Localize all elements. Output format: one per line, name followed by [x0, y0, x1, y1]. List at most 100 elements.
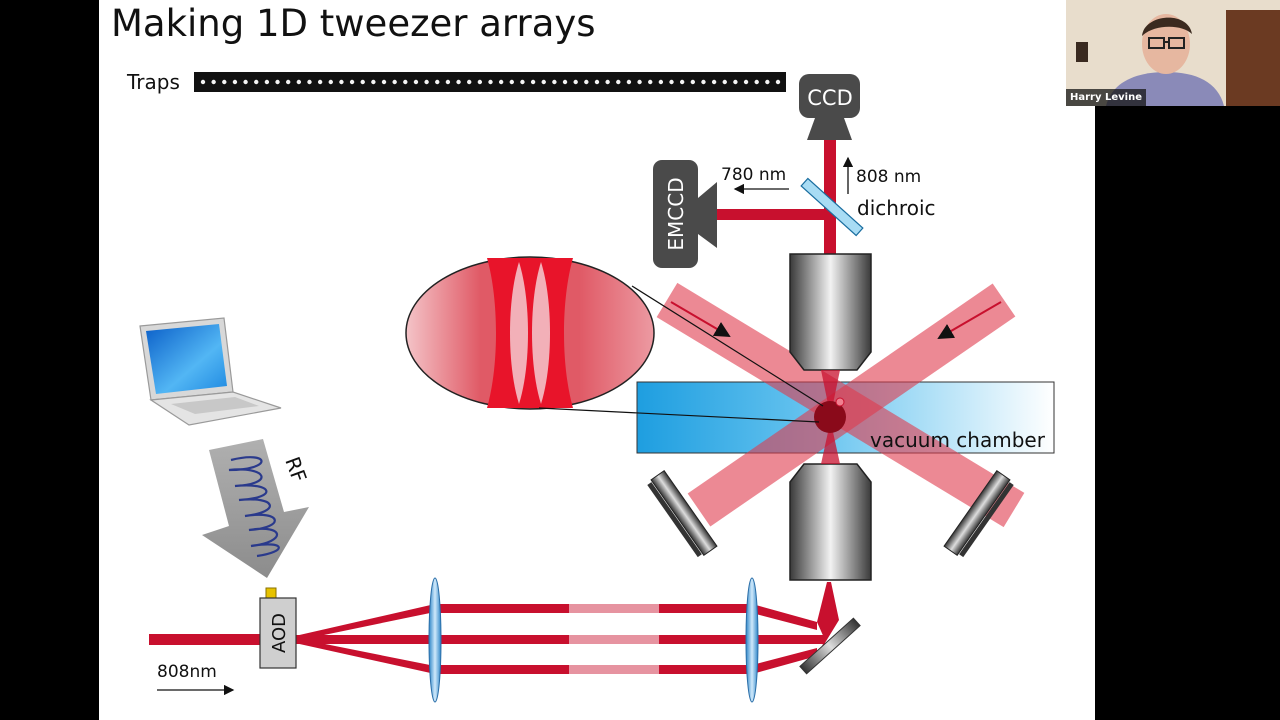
rf-waveform: [228, 456, 280, 558]
trap-dot: [477, 79, 483, 85]
webcam-video[interactable]: Harry Levine: [1066, 0, 1280, 106]
rf-label: RF: [280, 454, 311, 486]
trap-dot: [435, 79, 440, 85]
trap-dot: [211, 79, 216, 85]
lens-1: [428, 577, 442, 703]
beam-converge-upper: [752, 604, 817, 630]
trap-dot: [317, 79, 323, 85]
trap-dot: [232, 79, 238, 85]
trap-dot: [285, 79, 291, 85]
objective-upper: [789, 253, 872, 371]
trap-dot: [754, 79, 759, 85]
trap-dot: [658, 79, 664, 85]
slide-title: Making 1D tweezer arrays: [111, 2, 596, 45]
trap-dot: [488, 79, 493, 85]
trap-dot: [307, 79, 312, 85]
focus-beam-upper: [821, 370, 840, 404]
zoom-line-top: [631, 285, 824, 407]
beam-arrow-left: [670, 301, 731, 338]
atom-cloud: [814, 401, 846, 433]
trap-dot: [584, 79, 589, 85]
beam-fan-lower: [295, 638, 435, 674]
trap-dot: [371, 79, 376, 85]
trap-dot: [669, 79, 674, 85]
trap-dot: [413, 79, 419, 85]
vacuum-chamber-label: vacuum chamber: [870, 428, 1046, 452]
trap-dot: [403, 79, 408, 85]
emccd-camera-lens: [698, 182, 717, 248]
ccd-camera-lens: [807, 118, 852, 140]
emccd-label: EMCCD: [664, 177, 688, 250]
trap-dot: [275, 79, 280, 85]
trap-dot: [765, 79, 770, 85]
trap-dot: [392, 79, 397, 85]
trap-dot: [360, 79, 365, 85]
trap-dot: [733, 79, 738, 85]
aod-box: [259, 597, 297, 669]
laptop-icon: [139, 317, 282, 426]
emccd-beam: [717, 209, 832, 220]
trap-dot: [605, 79, 610, 85]
trap-dot: [648, 79, 653, 85]
lens-2: [745, 577, 759, 703]
trap-dot: [530, 79, 536, 85]
trap-dot: [722, 79, 727, 85]
dichroic-mirror: [800, 177, 864, 237]
input-beam: [149, 634, 261, 645]
trap-dot: [520, 79, 525, 85]
trap-dot: [701, 79, 706, 85]
trap-dot: [424, 79, 429, 85]
trap-dot: [381, 79, 387, 85]
trap-dot: [775, 79, 781, 85]
trap-dot: [552, 79, 557, 85]
trap-dot: [573, 79, 578, 85]
trap-dot: [339, 79, 344, 85]
trap-dot: [690, 79, 696, 85]
tweezer-setup-diagram: Traps CCD EMCCD 780 nm 808 nm dichroic: [126, 70, 1055, 703]
trap-dot: [456, 79, 461, 85]
trap-dot: [254, 79, 259, 85]
fold-mirror: [799, 617, 861, 675]
ccd-camera-body: [799, 74, 860, 118]
mirror-right: [943, 470, 1014, 558]
focus-beam-lower: [821, 432, 840, 464]
atom: [835, 397, 845, 407]
trap-dot: [626, 79, 632, 85]
trap-dot: [498, 79, 504, 85]
wavelength-780-label: 780 nm: [721, 165, 786, 185]
trap-zoom-intensity: [487, 258, 573, 408]
trap-dot: [616, 79, 621, 85]
trap-dot: [637, 79, 642, 85]
beam-fan-upper: [295, 604, 435, 641]
trap-dot: [594, 79, 600, 85]
traps-label: Traps: [126, 70, 180, 94]
beam-center: [295, 635, 825, 644]
trap-dot: [679, 79, 685, 85]
trap-dot: [296, 79, 302, 85]
ccd-label: CCD: [807, 86, 853, 110]
aod-label: AOD: [269, 613, 290, 653]
trap-dot: [541, 79, 546, 85]
webcam-image: [1066, 0, 1280, 106]
beam-converge-lower: [752, 648, 817, 674]
beam-arrow-right: [937, 301, 1002, 340]
trap-dot: [328, 79, 333, 85]
participant-name: Harry Levine: [1066, 89, 1146, 106]
beam-to-objective: [817, 582, 839, 656]
trap-dot: [711, 79, 717, 85]
trap-dot: [349, 79, 355, 85]
beam-glare: [569, 598, 659, 680]
mirror-left: [647, 470, 718, 558]
trap-dot: [743, 79, 749, 85]
dichroic-label: dichroic: [857, 196, 936, 220]
trap-dot: [467, 79, 472, 85]
emccd-camera-body: [653, 160, 698, 268]
wavelength-808-label: 808 nm: [856, 167, 921, 187]
trap-dot: [445, 79, 451, 85]
trap-dot: [200, 79, 206, 85]
trap-dot: [509, 79, 514, 85]
trap-dot: [264, 79, 270, 85]
trap-dots: [200, 79, 781, 85]
rf-arrow: [202, 439, 309, 578]
trap-dot: [562, 79, 568, 85]
